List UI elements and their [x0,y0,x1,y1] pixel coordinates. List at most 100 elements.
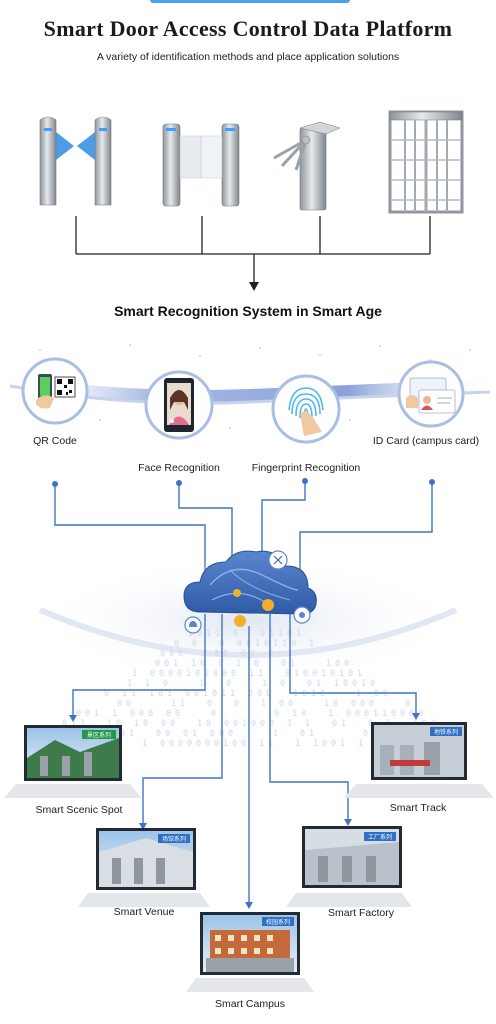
binary-digit: 0 [62,719,67,729]
binary-digit: 0 [192,639,197,649]
binary-digit: 0 [205,739,210,749]
face-recognition-label: Face Recognition [138,462,220,474]
binary-digit: 0 [116,719,121,729]
binary-digit: 1 [149,689,154,699]
binary-digit: 1 [71,719,76,729]
scenic-tag: 景区系列 [87,731,111,739]
binary-digit: 1 [292,709,297,719]
factory-tag: 工厂系列 [368,833,392,841]
binary-digit: 0 [374,689,379,699]
binary-digit: 1 [262,679,267,689]
binary-digit: 0 [160,649,165,659]
binary-digit: 0 [155,659,160,669]
smart-track-label: Smart Track [389,802,447,814]
binary-digit: 0 [241,739,246,749]
binary-digit: 1 [129,729,134,739]
binary-digit: 1 [324,699,329,709]
binary-digit: 1 [188,629,193,639]
factory-screen: 工厂系列 [286,826,412,907]
binary-digit: 0 [207,699,212,709]
scenic-spot-screen: 景区系列 [4,725,142,798]
application-connectors [72,614,417,905]
smart-factory-label: Smart Factory [328,907,394,919]
binary-digit: 1 [361,679,366,689]
binary-digit: 0 [213,669,218,679]
binary-digit: 0 [196,739,201,749]
binary-digit: 1 [269,629,274,639]
full-height-turnstile [388,110,464,214]
binary-digit: 1 [356,689,361,699]
binary-digit: 0 [194,689,199,699]
campus-screen: 校园系列 [186,912,314,992]
binary-digit: 0 [169,649,174,659]
section-title: Smart Recognition System in Smart Age [114,303,382,319]
binary-digit: 0 [195,669,200,679]
binary-digit: 0 [200,659,205,669]
binary-digit: 0 [288,699,293,709]
qr-code-icon [21,357,89,425]
binary-digit: 0 [400,709,405,719]
binary-digit: 0 [251,719,256,729]
id-card-label: ID Card (campus card) [372,435,480,447]
binary-digit: 0 [241,649,246,659]
binary-digit: 1 [309,729,314,739]
binary-digit: 0 [206,719,211,729]
binary-digit: 0 [148,709,153,719]
binary-digit: 0 [210,729,215,739]
binary-digit: 0 [370,679,375,689]
binary-digit: 1 [199,679,204,689]
binary-digit: 0 [170,719,175,729]
binary-digit: 1 [112,709,117,719]
binary-digit: 0 [168,669,173,679]
binary-digit: 0 [218,659,223,669]
binary-digit: 0 [178,739,183,749]
binary-digit: 0 [233,629,238,639]
binary-digit: 1 [122,689,127,699]
binary-digit: 1 [255,639,260,649]
binary-digit: 1 [305,719,310,729]
binary-digit: 0 [333,699,338,709]
binary-digit: 1 [316,679,321,689]
binary-digit: 0 [260,719,265,729]
binary-digit: 1 [278,629,283,639]
venue-screen: 场馆系列 [78,828,210,907]
binary-digit: 1 [230,689,235,699]
binary-digit: 0 [214,739,219,749]
binary-digit: 0 [351,699,356,709]
binary-digit: 1 [296,629,301,639]
binary-digit: 0 [363,729,368,739]
binary-digit: 0 [187,739,192,749]
binary-digit: 0 [120,729,125,739]
binary-digit: 0 [320,689,325,699]
binary-digit: 0 [274,709,279,719]
binary-digit: 0 [335,659,340,669]
top-accent-bar [150,0,350,3]
binary-digit: 1 [258,669,263,679]
cloud-halo [38,607,458,658]
binary-digit: 0 [139,709,144,719]
binary-digit: 0 [169,739,174,749]
binary-digit: 0 [368,719,373,729]
binary-digit: 1 [313,739,318,749]
binary-digit: 1 [197,719,202,729]
binary-digit: 0 [330,669,335,679]
binary-digit: 0 [307,679,312,689]
binary-digit: 0 [355,709,360,719]
binary-digit: 0 [344,659,349,669]
binary-digit: 0 [418,709,423,719]
binary-digit: 0 [303,669,308,679]
binary-digit: 0 [231,669,236,679]
binary-digit: 0 [76,709,81,719]
binary-digit: 0 [223,649,228,659]
binary-digit: 0 [269,719,274,729]
binary-digit: 0 [150,669,155,679]
binary-digit: 0 [291,639,296,649]
flap-barrier-gate [162,123,240,207]
binary-digit: 0 [312,669,317,679]
binary-digit: 0 [104,689,109,699]
gold-node-icon-2 [262,599,274,611]
binary-digit: 0 [159,669,164,679]
binary-digit: 0 [158,689,163,699]
id-card-icon [397,360,465,428]
binary-digit: 1 [186,669,191,679]
